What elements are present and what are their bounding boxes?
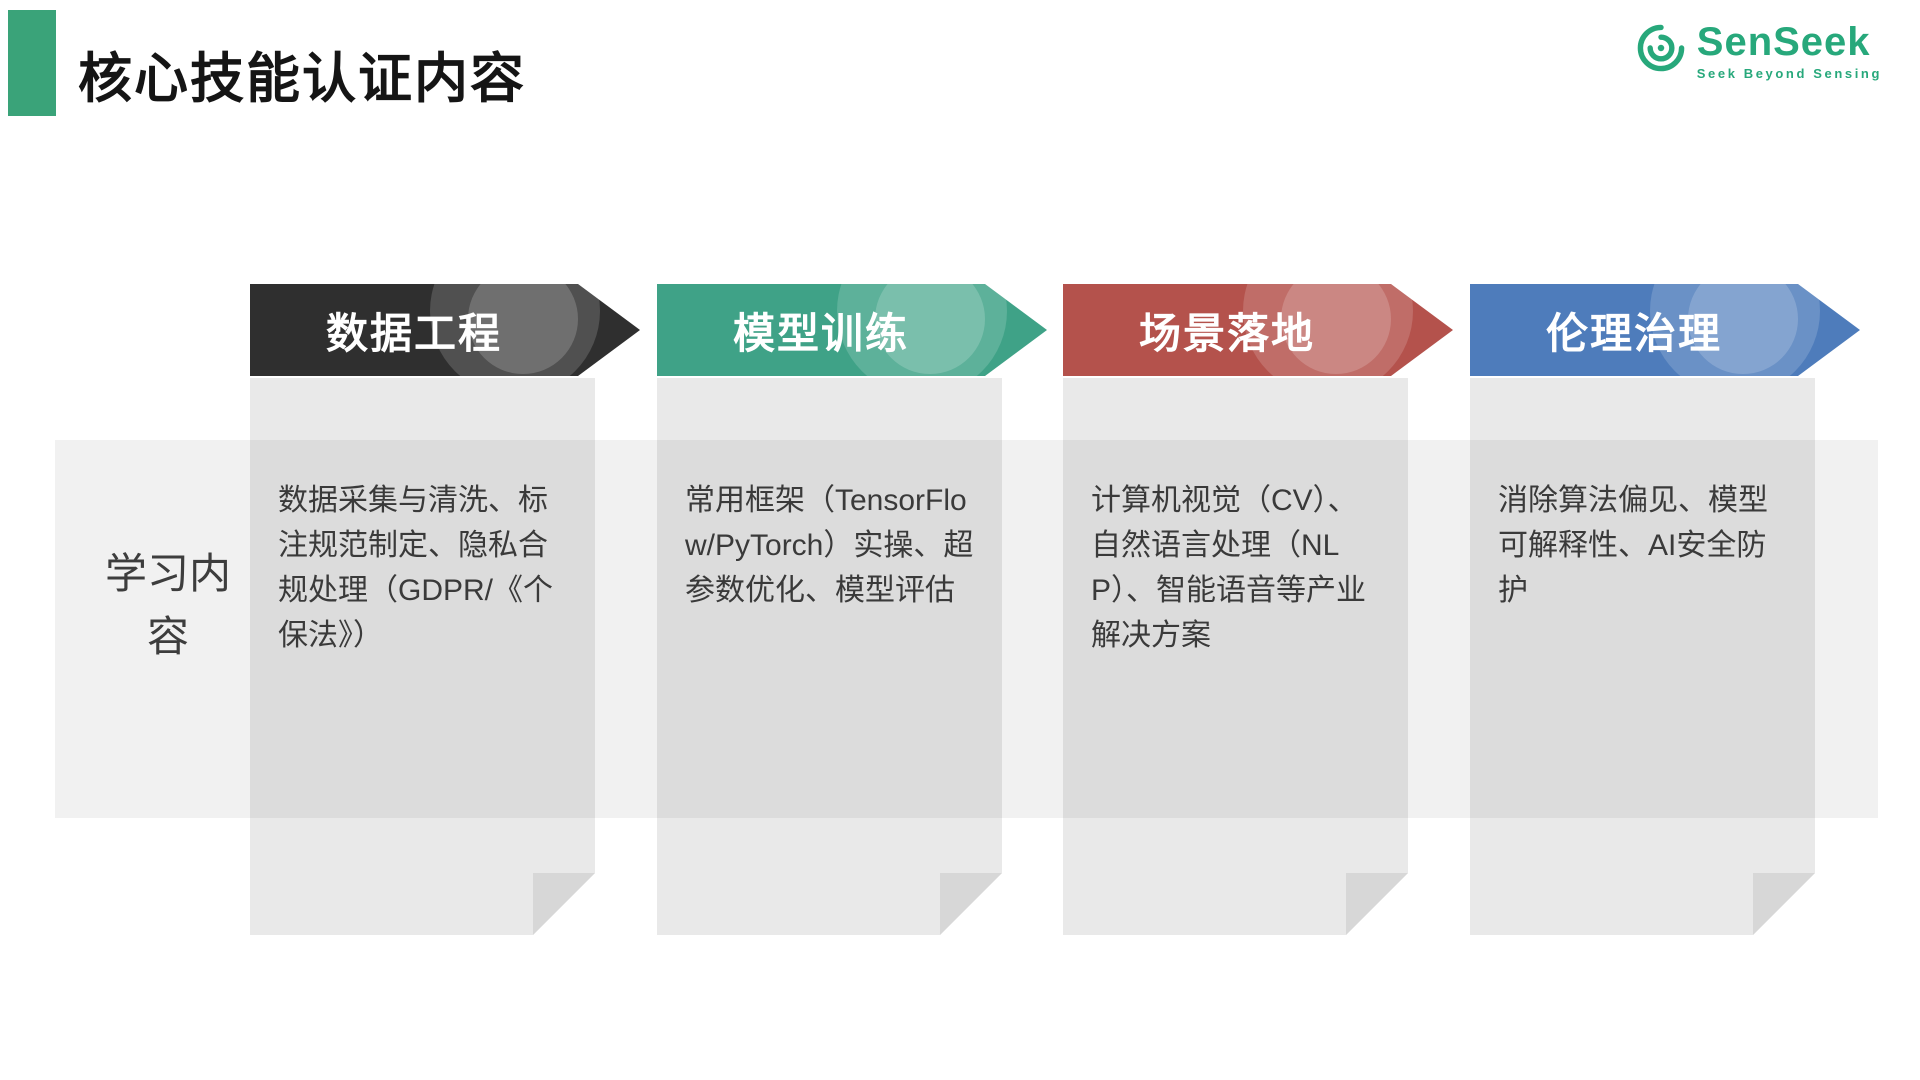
stage-banner-ethics-governance: 伦理治理 — [1470, 284, 1860, 376]
stage-banner-label: 伦理治理 — [1545, 309, 1722, 357]
stage-content-text: 数据采集与清洗、标注规范制定、隐私合规处理（GDPR/《个保法》） — [278, 484, 554, 652]
stage-column-scenario-deployment: 计算机视觉（CV）、自然语言处理（NLP）、智能语音等产业解决方案 — [1063, 378, 1408, 935]
stage-banner-label: 模型训练 — [732, 309, 909, 357]
stage-content-text: 消除算法偏见、模型可解释性、AI安全防护 — [1498, 484, 1768, 607]
row-label-learning-content: 学习内容 — [104, 550, 231, 660]
logo-tagline: Seek Beyond Sensing — [1696, 66, 1882, 81]
stage-banner-data-engineering: 数据工程 — [250, 284, 640, 376]
senseek-logo: SenSeek Seek Beyond Sensing — [1635, 22, 1882, 81]
title-accent-bar — [8, 10, 56, 116]
senseek-logo-icon — [1637, 24, 1685, 72]
learning-content-band — [55, 440, 1878, 818]
stage-content-text: 计算机视觉（CV）、自然语言处理（NLP）、智能语音等产业解决方案 — [1091, 484, 1367, 652]
stage-banner-label: 数据工程 — [325, 309, 502, 357]
stage-content-text: 常用框架（TensorFlow/PyTorch）实操、超参数优化、模型评估 — [685, 484, 974, 607]
stage-banner-label: 场景落地 — [1138, 309, 1315, 357]
stage-column-ethics-governance: 消除算法偏见、模型可解释性、AI安全防护 — [1470, 378, 1815, 935]
stage-column-data-engineering: 数据采集与清洗、标注规范制定、隐私合规处理（GDPR/《个保法》） — [250, 378, 595, 935]
senseek-logo-text: SenSeek Seek Beyond Sensing — [1697, 22, 1882, 81]
logo-name: SenSeek — [1696, 20, 1871, 64]
stage-column-model-training: 常用框架（TensorFlow/PyTorch）实操、超参数优化、模型评估 — [657, 378, 1002, 935]
stage-banner-model-training: 模型训练 — [657, 284, 1047, 376]
page-title: 核心技能认证内容 — [78, 49, 526, 109]
stage-banner-scenario-deployment: 场景落地 — [1063, 284, 1453, 376]
